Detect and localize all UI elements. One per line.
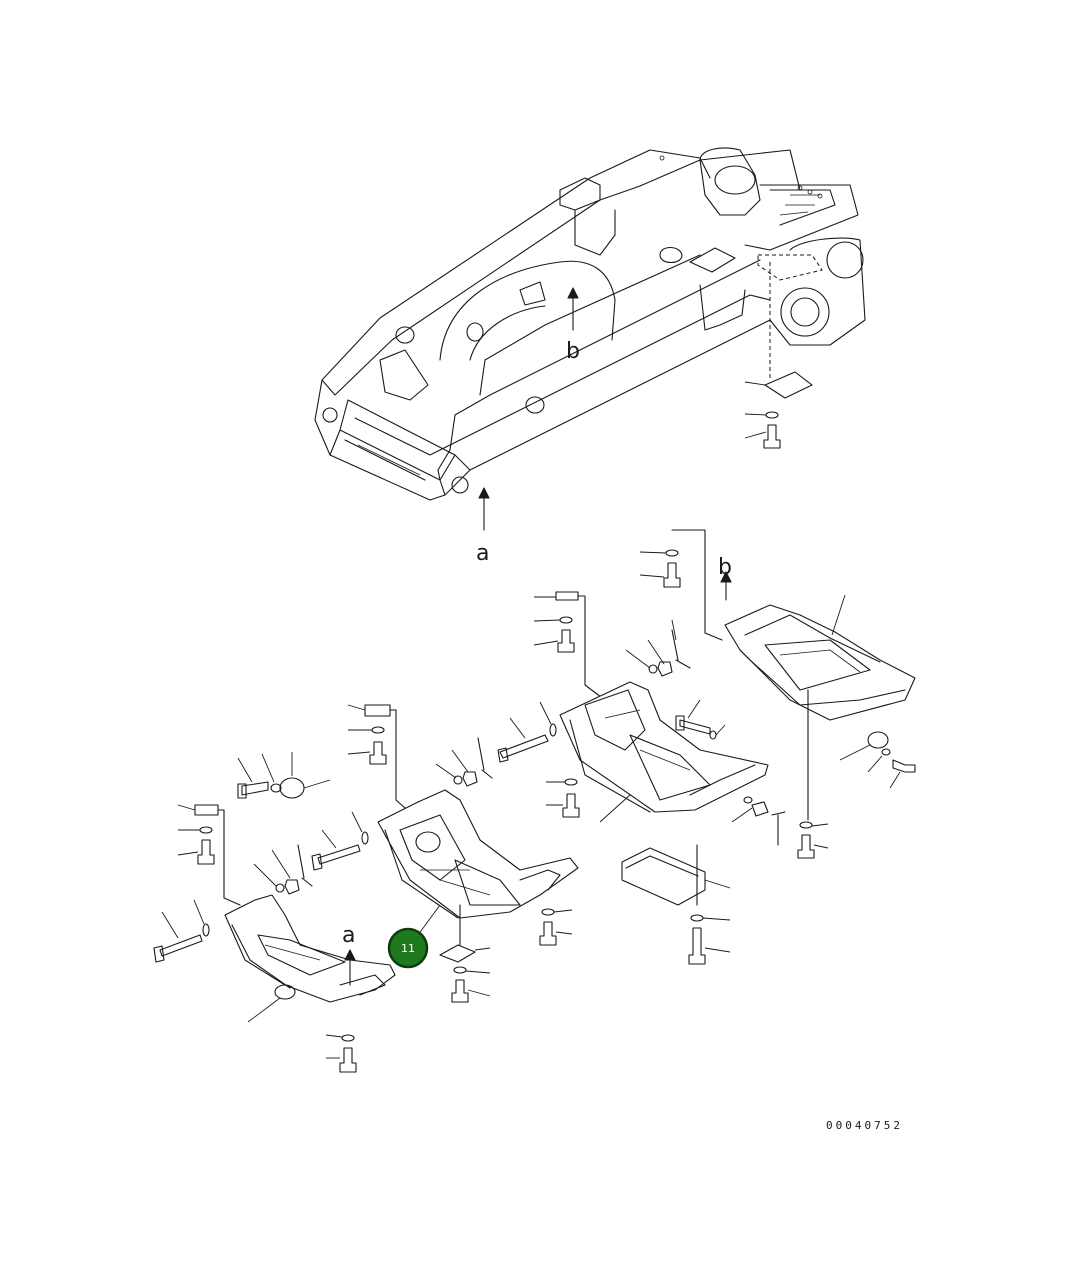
- drawing-number: 00040752: [826, 1119, 903, 1132]
- guard-mid-right: [497, 591, 786, 965]
- view-label-b-top: b: [566, 339, 580, 364]
- guard-b: [639, 529, 916, 859]
- callout-number: 11: [401, 942, 415, 955]
- callout-leader: [417, 904, 441, 936]
- view-label-a-top: a: [476, 541, 489, 566]
- part-callout-11[interactable]: 11: [387, 927, 429, 969]
- view-label-b-bottom: b: [718, 555, 732, 580]
- guard-center: [311, 704, 579, 1003]
- track-frame: [314, 147, 866, 531]
- guard-a: [153, 752, 396, 1073]
- cover-plate-upper-right: [744, 371, 813, 449]
- view-label-a-bottom: a: [342, 923, 355, 948]
